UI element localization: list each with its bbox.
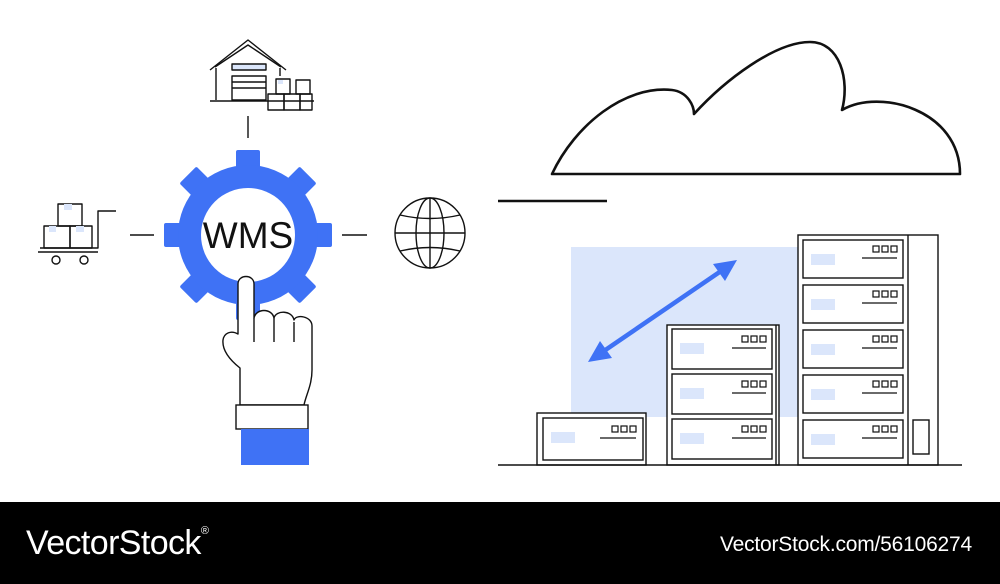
image-id-text: VectorStock.com/56106274 (719, 533, 972, 556)
brand-mark: ® (200, 525, 209, 537)
globe-icon (394, 197, 466, 269)
boxes-cart-icon (38, 203, 154, 265)
gear-label: WMS (203, 215, 293, 256)
footer-bar: VectorStock® VectorStock.com/56106274 (0, 502, 1000, 584)
pointing-hand-icon (222, 275, 313, 465)
warehouse-icon (209, 39, 314, 138)
vectorstock-logo[interactable]: VectorStock® (26, 520, 209, 566)
wms-illustration: WMS (38, 39, 962, 466)
brand-name: VectorStock (26, 524, 201, 562)
gear-icon (164, 150, 332, 320)
cloud-icon (498, 40, 962, 203)
server-rack-icon (498, 234, 962, 466)
double-arrow-icon (588, 260, 737, 362)
